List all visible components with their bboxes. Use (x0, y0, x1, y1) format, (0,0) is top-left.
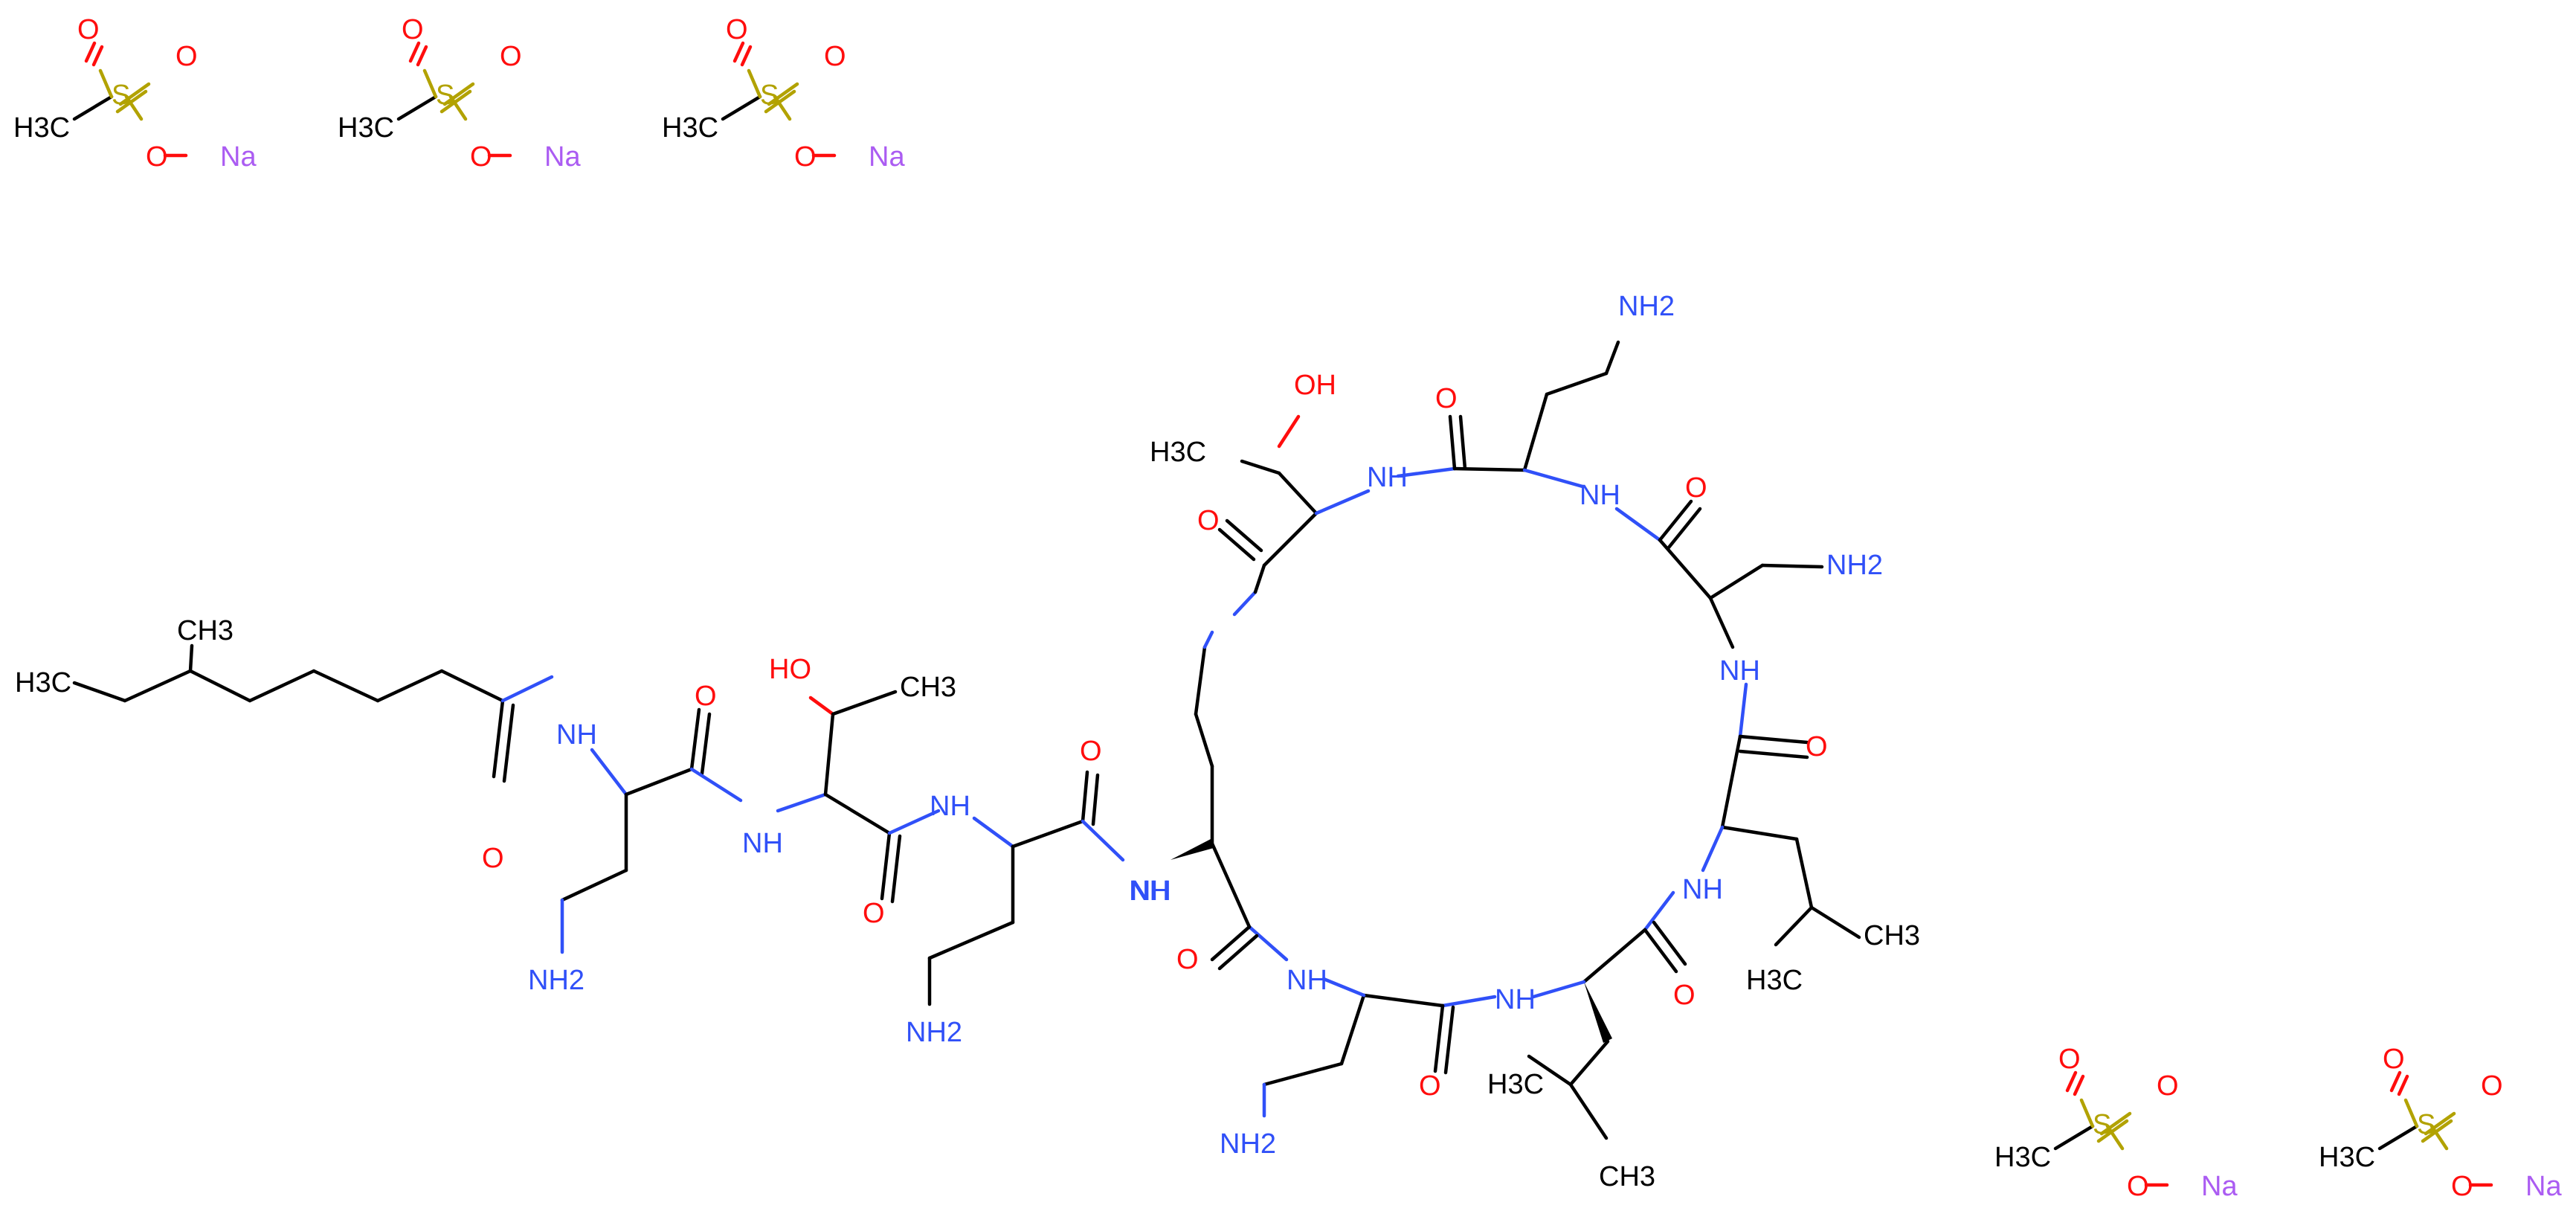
nh-ring-label: NH (1495, 984, 1536, 1015)
ch3-label: H3C (662, 112, 718, 144)
sulfur-label: S (112, 80, 130, 111)
nh-ring-label: NH (1287, 965, 1327, 996)
ch3-branch-label: CH3 (177, 615, 234, 646)
oxygen-top-label: O (2058, 1044, 2081, 1075)
ch3-label: H3C (13, 112, 70, 144)
oxygen-right-label: O (2157, 1070, 2179, 1102)
oxygen-label: O (863, 898, 885, 929)
oxygen-link-label: O (2451, 1171, 2473, 1202)
ch3-label: H3C (2319, 1142, 2375, 1173)
oxygen-link-label: O (146, 141, 168, 173)
ho-label: HO (769, 654, 811, 685)
oxygen-top-label: O (77, 14, 100, 45)
dab-residue-2: O NH2 NH (906, 736, 1170, 1048)
oxygen-label: O (1806, 731, 1828, 762)
sulfur-label: S (2093, 1109, 2111, 1140)
oxygen-label: O (1673, 980, 1696, 1011)
ch3-label: H3C (1150, 437, 1206, 468)
nh-label: NH (930, 791, 970, 822)
sulfur-label: S (436, 80, 454, 111)
nh-ring-label: NH (1580, 480, 1620, 511)
oxygen-link-label: O (2127, 1171, 2149, 1202)
nh-label: NH (742, 828, 783, 859)
oxygen-label: O (1419, 1070, 1441, 1102)
ch3-leu2b-label: H3C (1746, 965, 1803, 996)
sodium-label: Na (544, 141, 581, 173)
nh-ring-label: NH (1719, 655, 1760, 687)
oxygen-link-label: O (794, 141, 817, 173)
oxygen-top-label: O (402, 14, 424, 45)
sodium-label: Na (2525, 1171, 2562, 1202)
oxygen-right-label: O (2481, 1070, 2503, 1102)
nh-ring-label: NH (1130, 876, 1171, 907)
nh2-label: NH2 (1826, 550, 1883, 581)
oxygen-label: O (1197, 505, 1220, 536)
oxygen-right-label: O (824, 41, 846, 72)
nh2-label: NH2 (906, 1017, 962, 1048)
thr-residue-1: HO CH3 O NH (769, 654, 970, 929)
oxygen-label: O (1176, 944, 1199, 975)
oxygen-label: O (1435, 383, 1458, 414)
oxygen-right-label: O (500, 41, 522, 72)
mesylate-1: H3C S O O O Na (13, 14, 257, 173)
ch3-leu1b-label: CH3 (1599, 1161, 1655, 1192)
sodium-label: Na (2201, 1171, 2238, 1202)
oxygen-label: O (482, 843, 504, 874)
sulfur-label: S (2417, 1109, 2435, 1140)
oxygen-right-label: O (176, 41, 198, 72)
dab-residue-1: O NH2 NH (528, 681, 783, 996)
mesylate-3: H3C S O O O Na (662, 14, 905, 173)
nh2-label: NH2 (528, 965, 585, 996)
nh-label: NH (556, 719, 597, 751)
sodium-label: Na (220, 141, 257, 173)
oxygen-label: O (1080, 736, 1102, 767)
nh2-label: NH2 (1618, 291, 1675, 322)
nh-ring-label: NH (1367, 462, 1408, 493)
oh-label: OH (1294, 370, 1336, 401)
ch3-label: H3C (1994, 1142, 2051, 1173)
ch3-label: CH3 (900, 672, 956, 703)
sulfur-label: S (760, 80, 779, 111)
nh-ring-label: NH (1682, 874, 1723, 905)
mesylate-4: H3C S O O O Na (1994, 1044, 2238, 1202)
sodium-label: Na (869, 141, 905, 173)
ch3-label: H3C (338, 112, 394, 144)
oxygen-link-label: O (470, 141, 492, 173)
ch3-leu2a-label: CH3 (1864, 920, 1920, 951)
oxygen-top-label: O (2383, 1044, 2405, 1075)
nh-label: NH (1129, 876, 1170, 907)
oxygen-top-label: O (726, 14, 748, 45)
ch3-leu1a-label: H3C (1487, 1069, 1544, 1100)
acyl-tail: H3C CH3 O NH (15, 615, 597, 874)
macrocycle: NH O NH NH2 O NH H3C CH3 O NH CH3 H3C O … (1130, 291, 1920, 1192)
nh2-label: NH2 (1220, 1128, 1276, 1160)
oxygen-label: O (695, 681, 717, 712)
oxygen-label: O (1685, 472, 1707, 504)
ch3-tail-label: H3C (15, 667, 71, 698)
mesylate-5: H3C S O O O Na (2319, 1044, 2562, 1202)
mesylate-2: H3C S O O O Na (338, 14, 581, 173)
